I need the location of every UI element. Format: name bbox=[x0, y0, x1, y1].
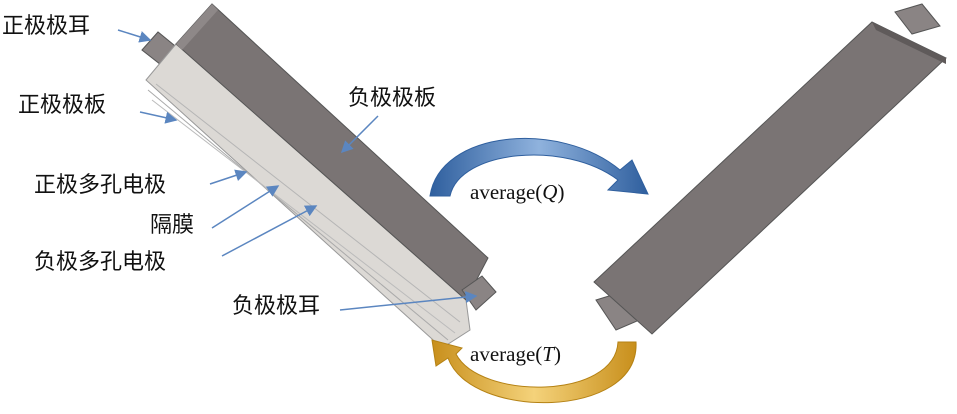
label-pointers bbox=[117, 29, 478, 311]
label-positive-porous-electrode: 正极多孔电极 bbox=[34, 173, 167, 198]
temperature-flow-arrow-t bbox=[431, 339, 637, 404]
label-positive-tab: 正极极耳 bbox=[2, 14, 91, 39]
right-plate-shape bbox=[593, 21, 947, 335]
label-separator: 隔膜 bbox=[150, 213, 195, 238]
label-negative-tab: 负极极耳 bbox=[232, 294, 321, 319]
heat-flow-arrow-q bbox=[429, 137, 649, 197]
equation-average-q: average(Q) bbox=[470, 180, 565, 204]
label-negative-porous-electrode: 负极多孔电极 bbox=[34, 250, 167, 275]
equation-average-t: average(T) bbox=[470, 342, 561, 366]
right-battery-cell bbox=[593, 3, 947, 335]
label-negative-plate: 负极极板 bbox=[348, 86, 437, 111]
layer-stack bbox=[145, 43, 471, 349]
label-positive-plate: 正极极板 bbox=[18, 93, 107, 118]
